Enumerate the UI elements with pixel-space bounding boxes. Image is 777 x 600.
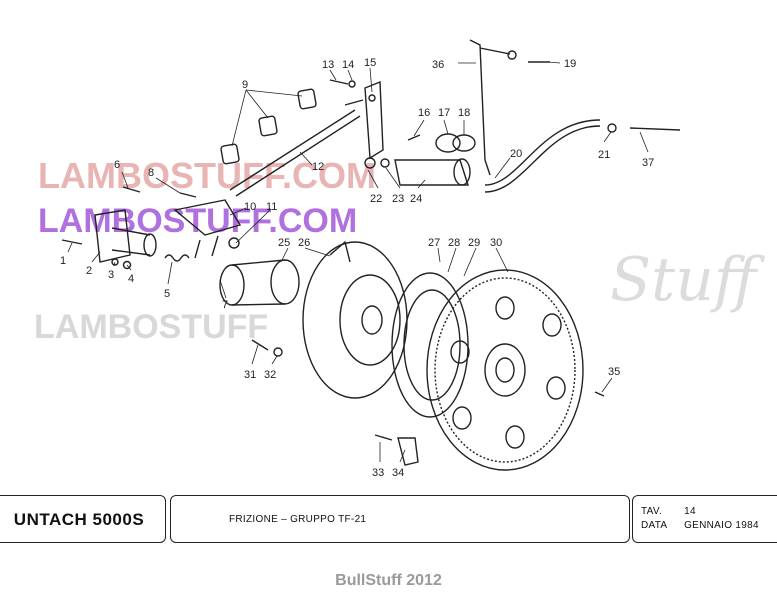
callout-12: 12 <box>312 161 324 173</box>
callout-25: 25 <box>278 237 290 249</box>
callout-24: 24 <box>410 193 422 205</box>
data-row: DATA GENNAIO 1984 <box>641 520 759 531</box>
callout-2: 2 <box>86 265 92 277</box>
callout-11: 11 <box>266 201 277 213</box>
part-washer <box>111 258 119 266</box>
callout-31: 31 <box>244 369 256 381</box>
part-bracket <box>94 209 131 263</box>
part-fork <box>173 199 242 236</box>
callout-27: 27 <box>428 237 440 249</box>
model-name: UNTACH 5000S <box>13 510 145 529</box>
leader-lines <box>67 61 649 463</box>
callout-labels: 1 2 3 4 5 6 7 8 9 10 11 12 13 14 15 16 1… <box>60 57 654 479</box>
watermark-red: LAMBOSTUFF.COM <box>38 155 376 196</box>
watermark-script: Stuff <box>610 245 766 315</box>
part-shaft <box>229 109 361 197</box>
callout-6: 6 <box>114 159 120 171</box>
callout-23: 23 <box>392 193 404 205</box>
table-info-box: TAV. 14 DATA GENNAIO 1984 <box>632 495 777 543</box>
part-pressure-plate <box>302 241 408 399</box>
callout-37: 37 <box>642 157 654 169</box>
part-bushing <box>220 143 240 165</box>
watermark-grey: LAMBOSTUFF <box>34 308 268 346</box>
callout-16: 16 <box>418 107 430 119</box>
callout-26: 26 <box>298 237 310 249</box>
assembly-description: FRIZIONE – GRUPPO TF-21 <box>229 514 367 525</box>
watermark-purple: LAMBOSTUFF.COM <box>38 202 357 240</box>
callout-8: 8 <box>148 167 154 179</box>
callout-18: 18 <box>458 107 470 119</box>
model-box: UNTACH 5000S <box>0 495 166 543</box>
callout-32: 32 <box>264 369 276 381</box>
callout-35: 35 <box>608 366 620 378</box>
callout-21: 21 <box>598 149 610 161</box>
callout-5: 5 <box>164 288 170 300</box>
callout-9: 9 <box>242 79 248 91</box>
tav-label: TAV. <box>641 506 663 517</box>
part-pipe <box>469 39 491 176</box>
callout-17: 17 <box>438 107 450 119</box>
footer-credit: BullStuff 2012 <box>335 572 442 589</box>
part-flywheel <box>426 269 584 471</box>
callout-3: 3 <box>108 269 114 281</box>
callout-28: 28 <box>448 237 460 249</box>
callout-20: 20 <box>510 148 522 160</box>
part-pin <box>61 239 83 245</box>
part-clutch-disc <box>391 272 469 418</box>
part-release-bearing <box>270 259 300 305</box>
callout-1: 1 <box>60 255 66 267</box>
part-lever <box>364 80 384 160</box>
part-slave-cylinder <box>394 159 469 186</box>
callout-15: 15 <box>364 57 376 69</box>
callout-19: 19 <box>564 58 576 70</box>
tav-value: 14 <box>684 506 696 517</box>
callout-14: 14 <box>342 59 354 71</box>
data-value: GENNAIO 1984 <box>684 520 759 531</box>
callout-29: 29 <box>468 237 480 249</box>
callout-22: 22 <box>370 193 382 205</box>
callout-34: 34 <box>392 467 404 479</box>
callout-4: 4 <box>128 273 134 285</box>
tav-row: TAV. 14 <box>641 506 696 517</box>
parts-artwork <box>61 39 681 471</box>
callout-7: 7 <box>222 299 228 311</box>
description-box: FRIZIONE – GRUPPO TF-21 <box>170 495 630 543</box>
callout-36: 36 <box>432 59 444 71</box>
callout-13: 13 <box>322 59 334 71</box>
callout-10: 10 <box>244 201 256 213</box>
callout-30: 30 <box>490 237 502 249</box>
data-label: DATA <box>641 520 668 531</box>
part-spring <box>164 254 190 262</box>
callout-33: 33 <box>372 467 384 479</box>
part-hose <box>484 119 601 186</box>
